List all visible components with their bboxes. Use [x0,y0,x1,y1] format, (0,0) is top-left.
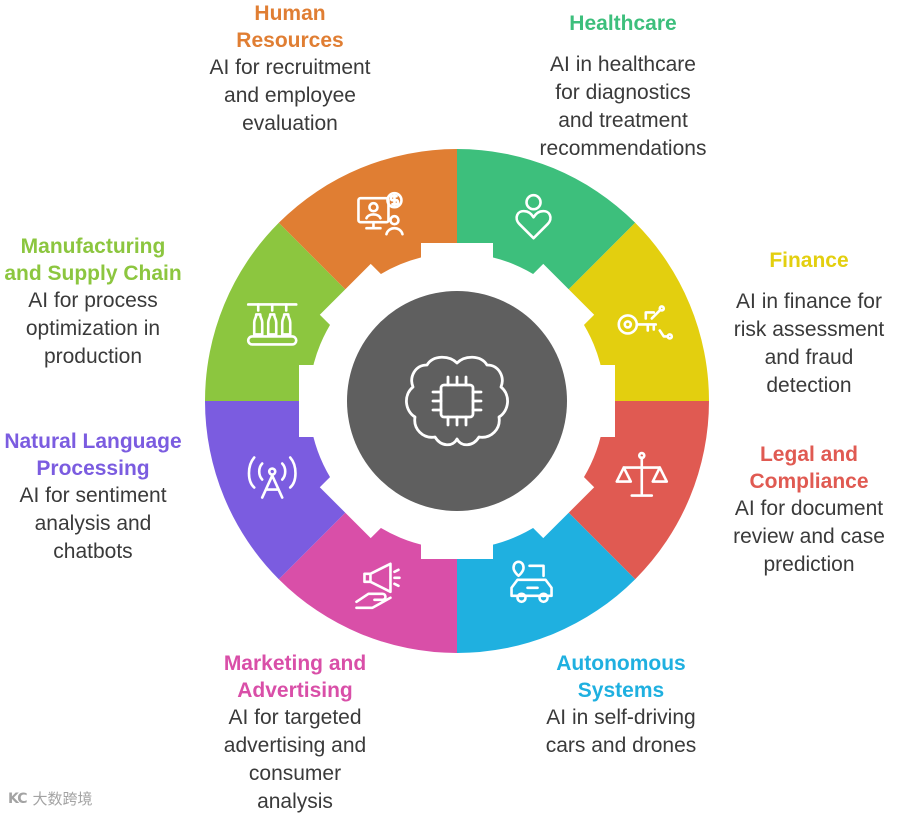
segment-legal [561,401,709,580]
nlp-description: AI for sentiment analysis and chatbots [19,484,167,563]
manufacturing-title: Manufacturing and Supply Chain [4,235,182,285]
watermark: KC 大数跨境 [8,788,93,809]
key-circuit-icon [617,305,674,340]
self-driving-car-icon [510,560,553,604]
scales-icon [615,451,669,497]
antenna-icon [247,456,297,499]
nlp-title: Natural Language Processing [4,430,182,480]
watermark-logo: KC [8,790,27,807]
segment-manufacturing [205,222,353,401]
legal-title: Legal and Compliance [749,443,869,493]
segment-finance [561,222,709,401]
label-manufacturing: Manufacturing and Supply Chain AI for pr… [0,233,186,371]
autonomous-title: Autonomous Systems [556,652,686,702]
brain-chip-icon [405,355,509,447]
megaphone-hand-icon [355,562,401,610]
marketing-description: AI for targeted advertising and consumer… [223,706,367,813]
label-legal: Legal and Compliance AI for document rev… [718,441,900,579]
manufacturing-description: AI for process optimization in productio… [25,289,161,368]
label-autonomous: Autonomous Systems AI in self-driving ca… [518,650,724,760]
autonomous-description: AI in self-driving cars and drones [545,706,697,757]
finance-description: AI in finance for risk assessment and fr… [733,290,885,397]
center-hub [347,291,567,511]
watermark-text: 大数跨境 [32,791,93,808]
conveyor-bottles-icon [246,303,298,346]
marketing-title: Marketing and Advertising [223,652,367,702]
finance-title: Finance [769,249,849,272]
label-finance: Finance AI in finance for risk assessmen… [718,247,900,400]
healthcare-title: Healthcare [569,12,677,35]
label-marketing: Marketing and Advertising AI for targete… [190,650,400,816]
legal-description: AI for document review and case predicti… [733,497,885,576]
human-resources-description: AI for recruitment and employee evaluati… [209,56,371,135]
human-resources-title: Human Resources [236,2,344,52]
segment-healthcare [457,149,636,297]
label-human-resources: Human Resources AI for recruitment and e… [190,0,390,138]
segment-marketing [278,505,457,653]
recruitment-screen-icon [357,191,404,236]
label-healthcare: Healthcare AI in healthcare for diagnost… [512,10,734,163]
label-nlp: Natural Language Processing AI for senti… [0,428,186,566]
person-heart-icon [515,193,552,240]
healthcare-description: AI in healthcare for diagnostics and tre… [539,53,707,160]
